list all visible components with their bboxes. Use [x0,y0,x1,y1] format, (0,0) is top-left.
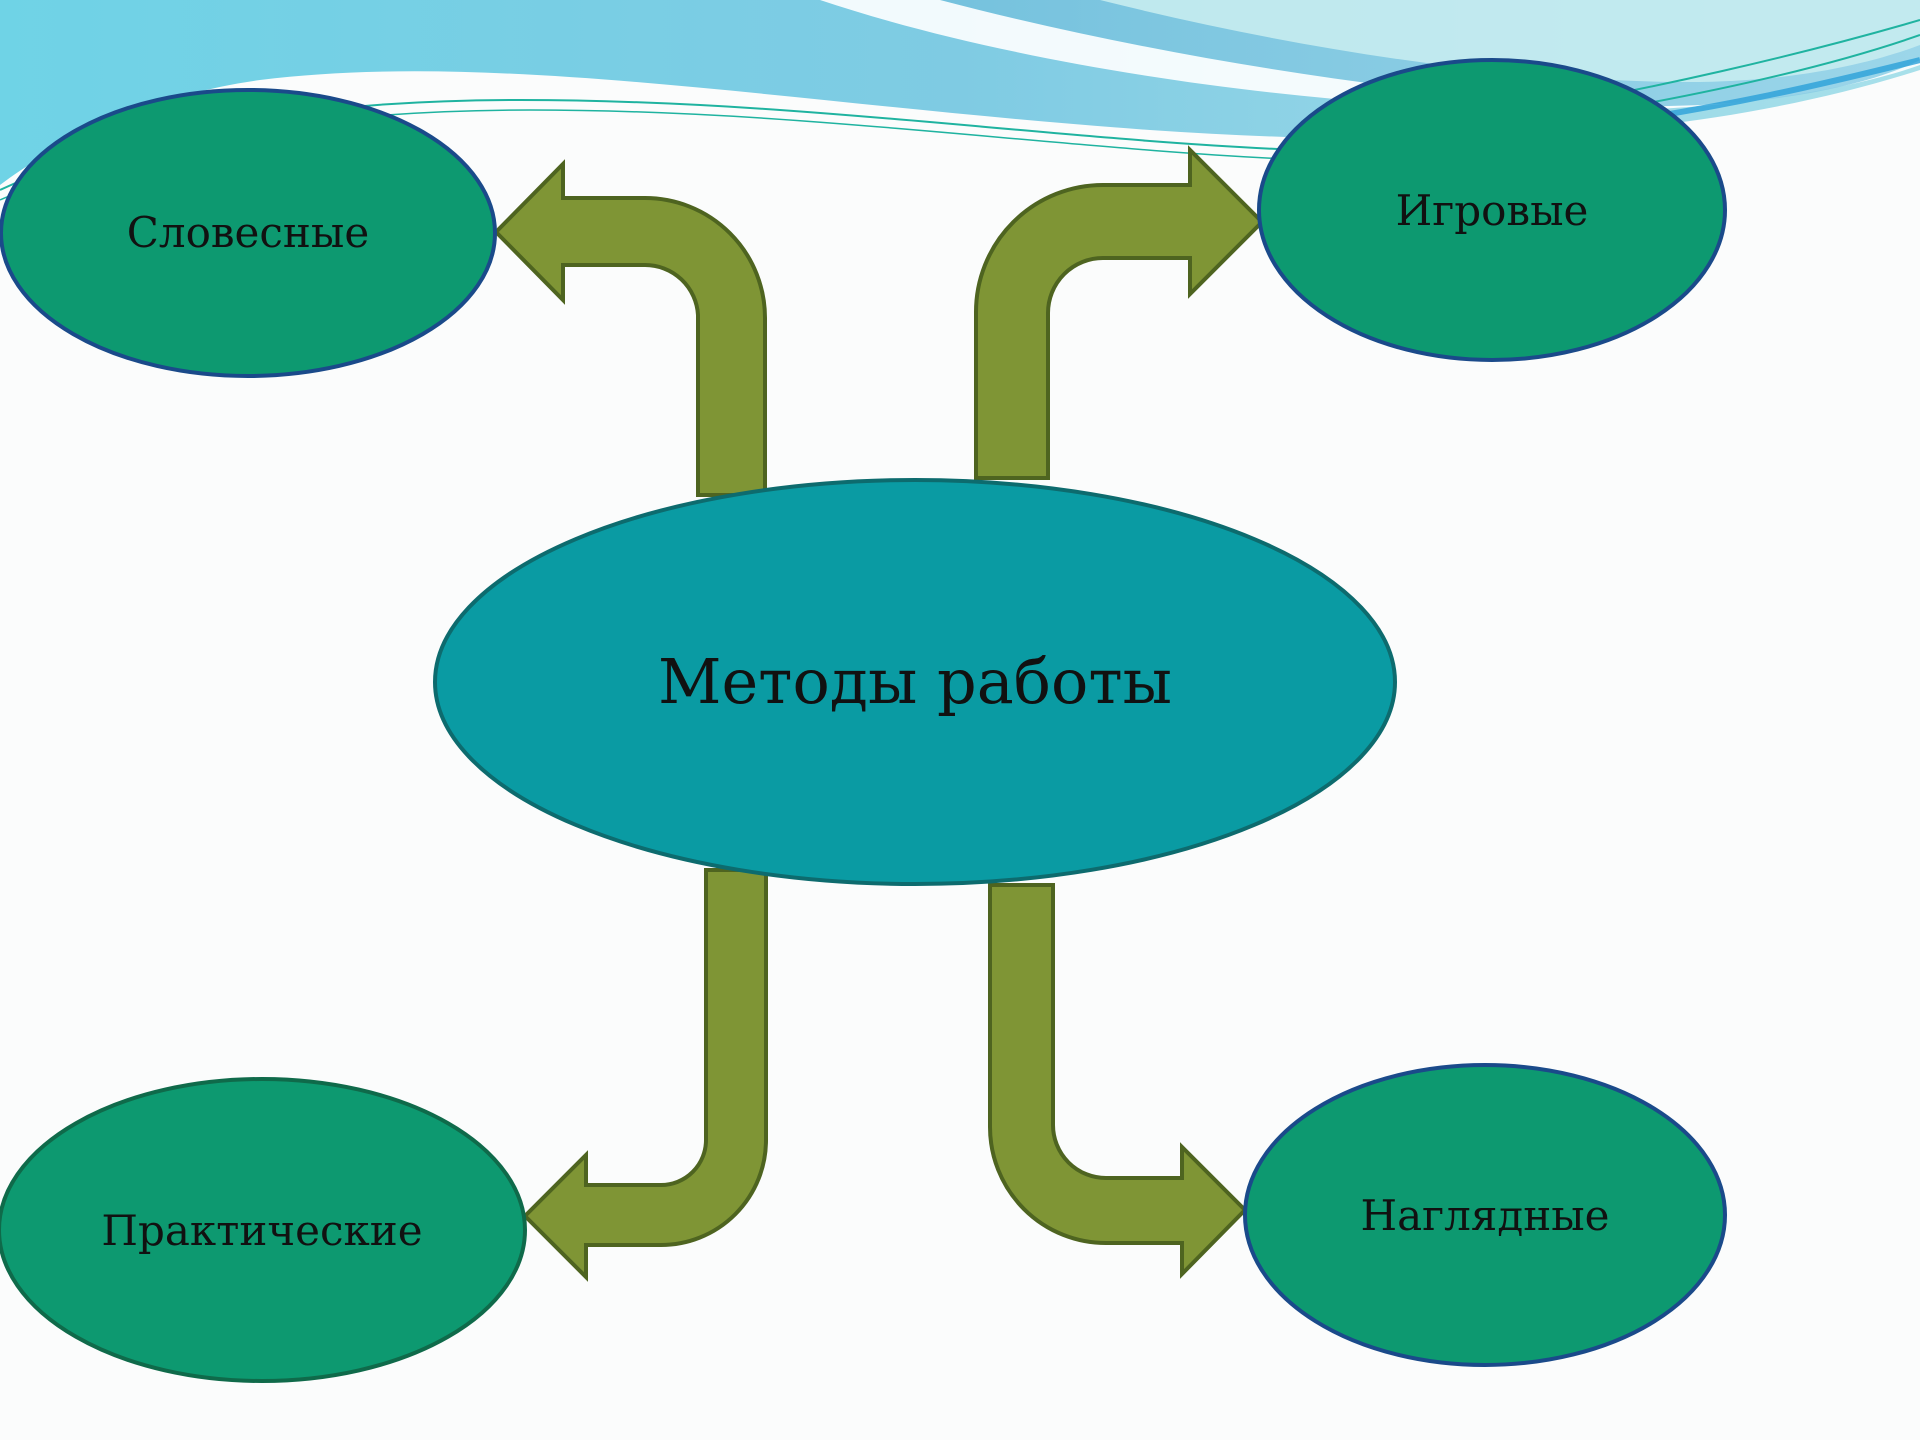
node-practical-label: Практические [101,1206,422,1255]
node-practical: Практические [0,1077,527,1383]
node-game: Игровые [1257,58,1727,362]
arrow-to-visual [988,883,1248,1279]
node-verbal-label: Словесные [127,208,369,257]
arrow-to-practical [522,868,768,1282]
center-node-label: Методы работы [658,645,1172,718]
node-verbal: Словесные [0,88,497,378]
connector-arrows [493,145,1265,1282]
arrow-to-game [974,145,1265,480]
node-game-label: Игровые [1396,186,1589,235]
node-visual: Наглядные [1243,1063,1727,1367]
center-node: Методы работы [433,478,1397,886]
node-visual-label: Наглядные [1361,1191,1610,1240]
arrow-to-verbal [493,159,767,497]
